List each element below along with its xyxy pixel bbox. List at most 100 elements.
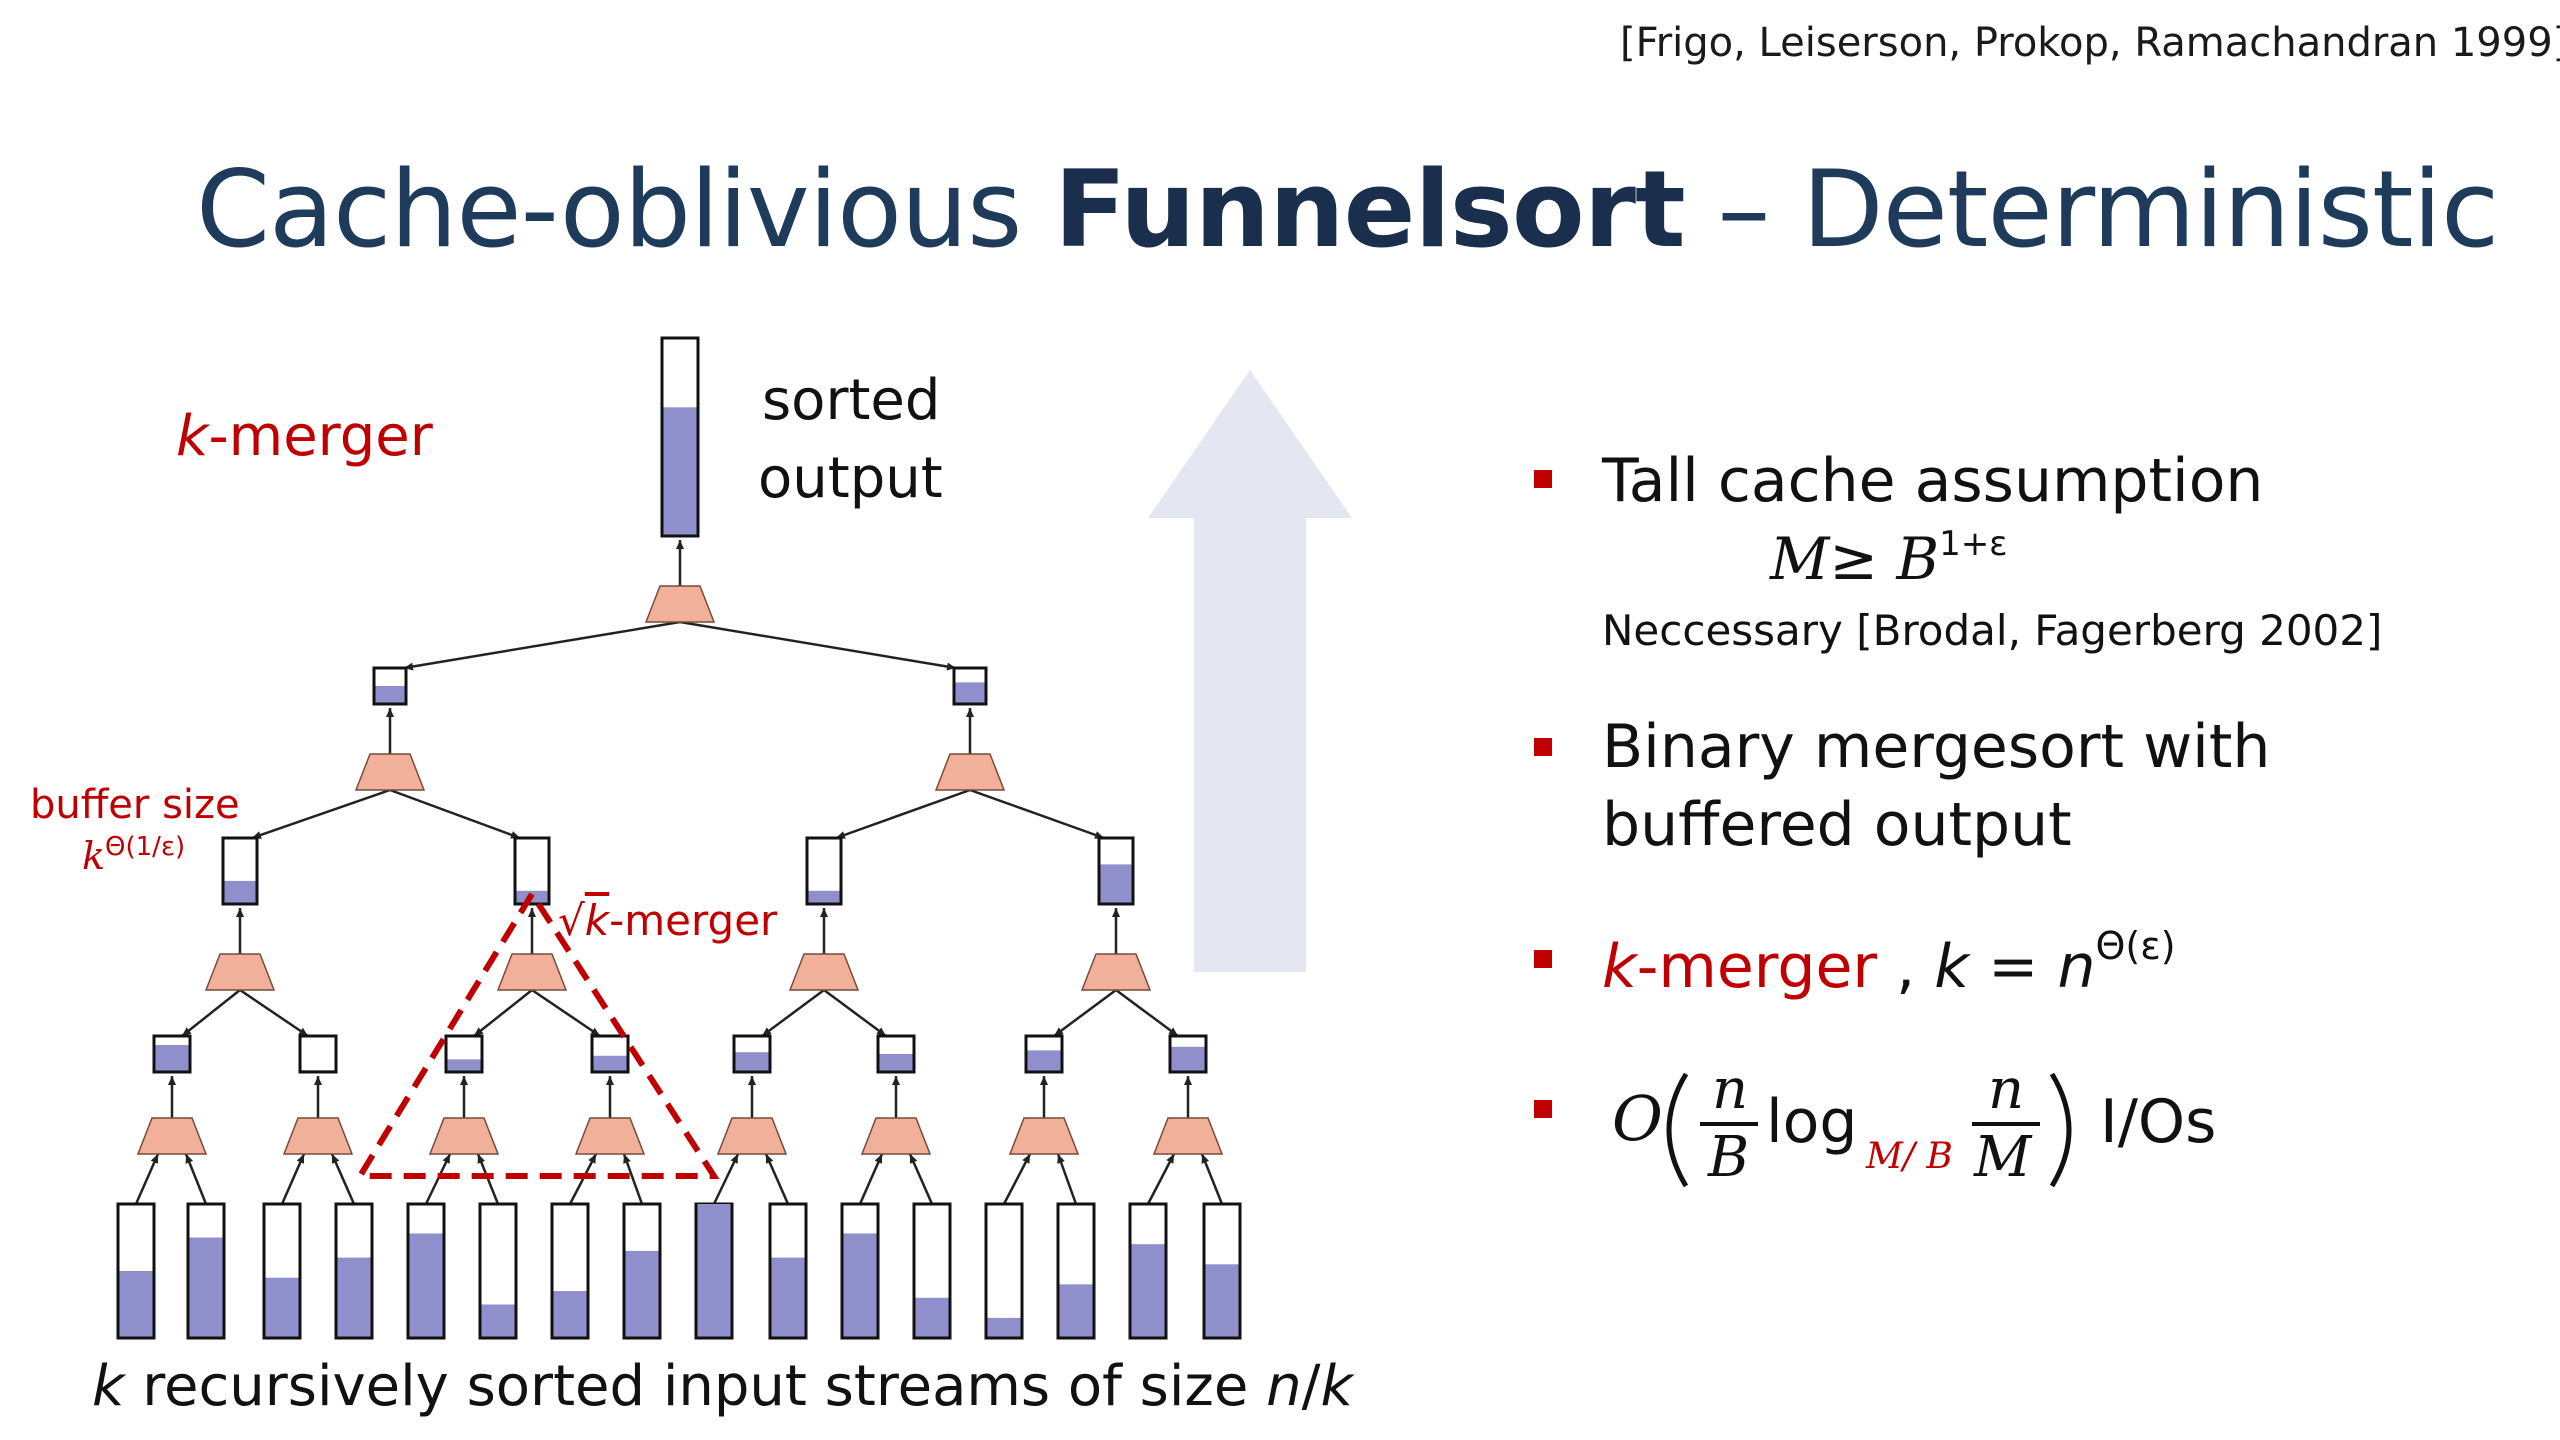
edge-leaf-15 (1200, 1153, 1224, 1205)
b3-comma: , (1877, 932, 1935, 1002)
edge-leaf-0 (134, 1153, 160, 1205)
edge-l3-l4-3 (531, 988, 601, 1038)
input-stream-11-fill (915, 1297, 949, 1337)
k-merger-k: k (176, 404, 209, 469)
sqrt-k-merger-triangle (354, 888, 720, 1179)
title-bold: Funnelsort (1054, 148, 1686, 271)
formula-n1: n (1712, 1057, 1748, 1122)
edge-l3-l4-4 (761, 988, 825, 1038)
edge-leaf-1 (184, 1153, 208, 1205)
b3-exp: Θ(ε) (2095, 924, 2176, 968)
merger-l4-6 (1008, 1117, 1080, 1155)
buffer-l4-3-fill (593, 1055, 627, 1071)
buffer-l3-2-fill (808, 890, 840, 903)
title-post: – Deterministic (1684, 148, 2499, 271)
formula-B: B (1707, 1125, 1749, 1190)
edge-l3-l4-1 (239, 988, 309, 1038)
input-stream-13-fill (1059, 1284, 1093, 1337)
formula-log: log (1766, 1087, 1857, 1157)
slide-title: Cache-oblivious Funnelsort – Determinist… (196, 148, 2499, 271)
k-merger-label: k-merger (176, 404, 433, 469)
merger-l4-2 (428, 1117, 500, 1155)
bullet-marker-4 (1534, 1100, 1552, 1118)
sorted-label-line1: sorted (762, 368, 941, 433)
formula-exp: 1+ε (1939, 524, 2008, 564)
b3-k: k (1602, 932, 1637, 1002)
merger-l3-0 (204, 953, 276, 991)
edge-leaf-8 (712, 1153, 740, 1205)
input-stream-2-fill (265, 1277, 299, 1337)
merger-l4-7 (1152, 1117, 1224, 1155)
bullet-marker-3 (1534, 950, 1552, 968)
edge-l2-l3-1 (389, 788, 521, 840)
buffer-l2-1-fill (955, 682, 985, 703)
edge-l2-l3-0 (251, 788, 391, 840)
merger-l2-1 (934, 753, 1006, 791)
buffer-size-label: buffer size (30, 782, 240, 828)
caption-k: k (92, 1354, 125, 1419)
input-stream-8-fill (697, 1204, 731, 1337)
upward-arrow (1148, 370, 1352, 972)
sqrt-symbol: √ (558, 896, 585, 945)
edge-leaf-10 (858, 1153, 884, 1205)
buffer-l4-7-fill (1171, 1046, 1205, 1071)
formula-M: M (1973, 1125, 2033, 1190)
edge-leaf-14 (1146, 1153, 1176, 1205)
b3-merger: -merger (1636, 932, 1878, 1002)
merger-l4-4 (716, 1117, 788, 1155)
funnel-tree-diagram (116, 336, 1352, 1340)
sqrt-rest: -merger (609, 896, 778, 945)
caption-slash: / (1301, 1354, 1321, 1419)
buffer-l2-0-fill (375, 686, 405, 703)
buffer-l4-6-fill (1027, 1050, 1061, 1071)
sqrt-k: k (584, 896, 610, 945)
formula-O: O (1612, 1082, 1663, 1155)
buffer-l3-0-fill (224, 880, 256, 903)
merger-l4-3 (574, 1117, 646, 1155)
formula-geq: ≥ (1829, 525, 1897, 593)
k-merger-rest: -merger (208, 404, 433, 469)
input-stream-12 (984, 1202, 1024, 1340)
input-stream-3-fill (337, 1257, 371, 1337)
caption-mid: recursively sorted input streams of size (124, 1354, 1267, 1419)
edge-l3-l4-7 (1115, 988, 1179, 1038)
output-buffer-fill (663, 407, 697, 535)
merger-l3-1 (496, 953, 568, 991)
buffer-size-formula: kΘ(1/ε) (82, 832, 185, 878)
formula-n2: n (1988, 1057, 2024, 1122)
edge-leaf-11 (908, 1153, 934, 1205)
buffer-l4-0-fill (155, 1045, 189, 1071)
input-stream-7-fill (625, 1250, 659, 1337)
caption-n: n (1266, 1354, 1302, 1419)
caption-k2: k (1320, 1354, 1353, 1419)
merger-l3-2 (788, 953, 860, 991)
edge-l2-l3-2 (835, 788, 971, 840)
merger-l4-1 (282, 1117, 354, 1155)
input-stream-14-fill (1131, 1244, 1165, 1337)
merger-l4-5 (860, 1117, 932, 1155)
left-paren (1666, 1072, 1689, 1188)
merger-l4-0 (136, 1117, 208, 1155)
edge-l3-l4-5 (823, 988, 887, 1038)
formula-B: B (1896, 525, 1940, 593)
bullet-binary-mergesort-line1: Binary mergesort with (1602, 712, 2271, 782)
bullet-tall-cache: Tall cache assumption (1602, 446, 2264, 516)
input-stream-12-fill (987, 1317, 1021, 1337)
b3-eq: = (1969, 932, 2058, 1002)
sqrt-k-merger-label: √k-merger (558, 896, 777, 945)
input-stream-6-fill (553, 1291, 587, 1337)
input-streams-caption: k recursively sorted input streams of si… (92, 1354, 1353, 1419)
b3-n: n (2057, 932, 2096, 1002)
buffer-k: k (82, 834, 106, 878)
formula-ios: I/Os (2100, 1087, 2216, 1157)
input-stream-10-fill (843, 1233, 877, 1337)
bullet-binary-mergesort-line2: buffered output (1602, 790, 2072, 860)
buffer-l4-4-fill (735, 1052, 769, 1071)
bullet-marker-2 (1534, 738, 1552, 756)
buffer-exponent: Θ(1/ε) (105, 832, 186, 862)
edge-leaf-7 (622, 1153, 644, 1205)
sorted-label-line2: output (758, 446, 943, 511)
edge-leaf-13 (1056, 1153, 1078, 1205)
edge-l3-l4-6 (1053, 988, 1117, 1038)
edge-leaf-2 (280, 1153, 306, 1205)
